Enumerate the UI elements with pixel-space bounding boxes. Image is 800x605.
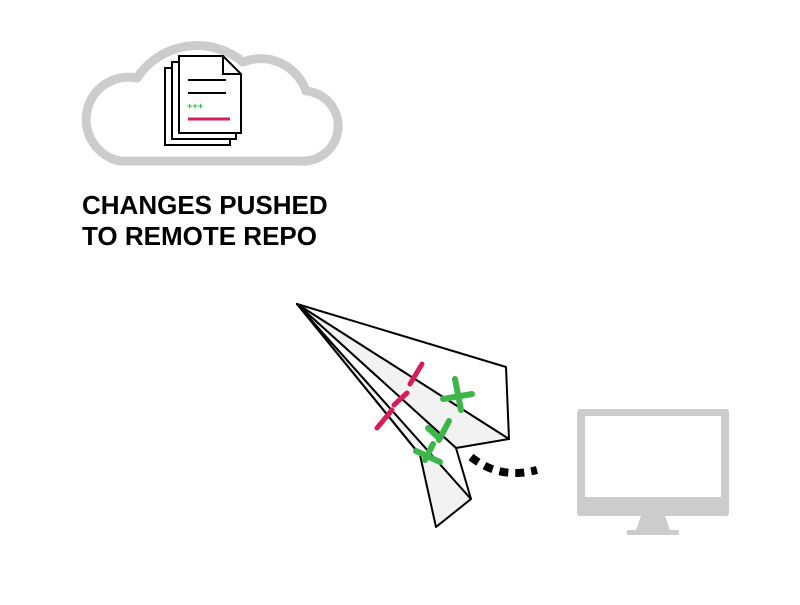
- paper-plane-icon: [296, 303, 510, 528]
- monitor-icon: [577, 409, 729, 535]
- caption: CHANGES PUSHED TO REMOTE REPO: [82, 190, 328, 252]
- added-change-marks: [413, 376, 475, 465]
- document-page: +++: [178, 55, 242, 134]
- added-lines-marker: +++: [187, 102, 204, 112]
- caption-line-1: CHANGES PUSHED: [82, 190, 328, 220]
- motion-trail: [468, 453, 539, 477]
- document-stack-icon: +++: [164, 55, 242, 146]
- caption-line-2: TO REMOTE REPO: [82, 221, 317, 251]
- removed-change-marks: [374, 361, 425, 431]
